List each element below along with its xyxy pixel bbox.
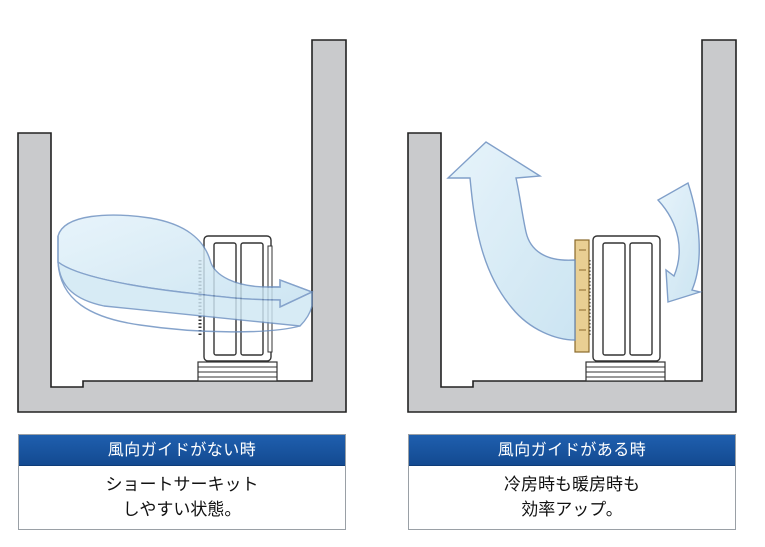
wind-direction-guide: [574, 239, 590, 353]
caption-line: 効率アップ。: [521, 500, 623, 520]
caption-line: 冷房時も暖房時も: [504, 475, 640, 495]
caption-description: ショートサーキット しやすい状態。: [19, 466, 345, 529]
caption-description: 冷房時も暖房時も 効率アップ。: [409, 466, 735, 529]
caption-line: しやすい状態。: [122, 500, 242, 520]
diagram-scene: [17, 39, 737, 413]
right-panel-illustration: [407, 39, 737, 413]
right-unit-base: [585, 361, 666, 382]
caption-with-guide: 風向ガイドがある時 冷房時も暖房時も 効率アップ。: [408, 434, 736, 530]
left-unit-base: [197, 361, 278, 382]
left-airflow-loop: [57, 214, 314, 333]
caption-title: 風向ガイドがある時: [409, 435, 735, 466]
caption-title: 風向ガイドがない時: [19, 435, 345, 466]
right-outdoor-unit: [587, 235, 661, 362]
intake-airflow-arrow: [656, 181, 703, 303]
exhaust-airflow-arrow: [446, 141, 576, 341]
caption-no-guide: 風向ガイドがない時 ショートサーキット しやすい状態。: [18, 434, 346, 530]
right-wall-enclosure: [407, 39, 737, 413]
caption-line: ショートサーキット: [105, 475, 259, 495]
left-wall-enclosure: [17, 39, 347, 413]
left-panel-illustration: [17, 39, 347, 413]
